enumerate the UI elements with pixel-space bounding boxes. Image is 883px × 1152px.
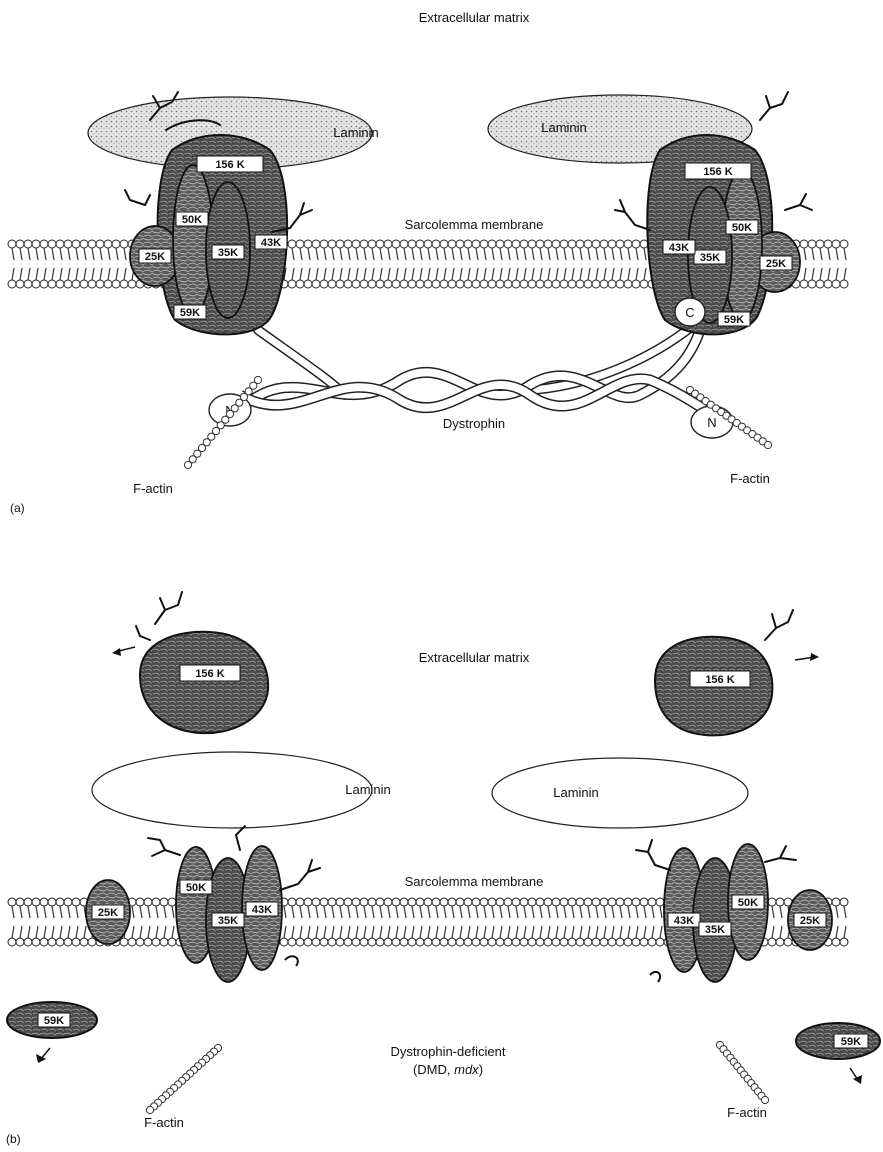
- protein-59k-label-right-a: 59K: [724, 314, 744, 326]
- protein-25k-label-left-b: 25K: [98, 907, 118, 919]
- f-actin-label-right-a: F-actin: [730, 471, 770, 486]
- protein-50k-label-right-b: 50K: [738, 897, 758, 909]
- protein-59k-label-right-b: 59K: [841, 1036, 861, 1048]
- dystrophin-label: Dystrophin: [443, 416, 505, 431]
- c-terminus-label: C: [685, 305, 694, 320]
- sarcoglycan-cluster-right-b: 43K 35K 50K 25K: [636, 840, 832, 982]
- protein-156k-detached-left: 156 K: [112, 592, 268, 733]
- protein-50k-label-left-a: 50K: [182, 214, 202, 226]
- protein-35k-label-left-a: 35K: [218, 247, 238, 259]
- panel-b: Extracellular matrix 156 K 156 K Laminin…: [6, 592, 880, 1146]
- extracellular-matrix-label-b: Extracellular matrix: [419, 650, 530, 665]
- protein-59k-detached-left: 59K: [7, 1002, 97, 1063]
- protein-156k-detached-right: 156 K: [655, 610, 819, 735]
- laminin-right-b: [492, 758, 748, 828]
- glycan-right-a: [760, 92, 788, 120]
- protein-35k-label-right-b: 35K: [705, 924, 725, 936]
- membrane-label-b: Sarcolemma membrane: [405, 874, 544, 889]
- protein-156k-label-right-b: 156 K: [705, 674, 734, 686]
- protein-25k-label-right-a: 25K: [766, 258, 786, 270]
- f-actin-right-b: [716, 1041, 768, 1103]
- panel-b-tag: (b): [6, 1132, 21, 1146]
- protein-156k-label-left-a: 156 K: [215, 159, 244, 171]
- panel-a-tag: (a): [10, 501, 25, 515]
- protein-59k-label-left-a: 59K: [180, 307, 200, 319]
- f-actin-left-b: [146, 1044, 221, 1113]
- protein-50k-label-left-b: 50K: [186, 882, 206, 894]
- protein-43k-label-right-b: 43K: [674, 915, 694, 927]
- protein-35k-label-left-b: 35K: [218, 915, 238, 927]
- panel-a: Extracellular matrix Laminin Laminin Sar…: [8, 10, 848, 515]
- protein-25k-label-right-b: 25K: [800, 915, 820, 927]
- laminin-label-left-a: Laminin: [333, 125, 379, 140]
- f-actin-left-a: [184, 376, 261, 468]
- protein-59k-label-left-b: 59K: [44, 1015, 64, 1027]
- dmd-mdx-label: (DMD, mdx): [413, 1062, 483, 1077]
- protein-43k-label-left-a: 43K: [261, 237, 281, 249]
- laminin-label-right-b: Laminin: [553, 785, 599, 800]
- laminin-label-left-b: Laminin: [345, 782, 391, 797]
- protein-156k-label-left-b: 156 K: [195, 668, 224, 680]
- protein-43k-label-left-b: 43K: [252, 904, 272, 916]
- laminin-label-right-a: Laminin: [541, 120, 587, 135]
- f-actin-label-right-b: F-actin: [727, 1105, 767, 1120]
- extracellular-matrix-label-a: Extracellular matrix: [419, 10, 530, 25]
- protein-59k-detached-right: 59K: [796, 1023, 880, 1084]
- protein-25k-label-left-a: 25K: [145, 251, 165, 263]
- membrane-label-a: Sarcolemma membrane: [405, 217, 544, 232]
- dystrophin-molecule: [240, 320, 705, 410]
- protein-35k-label-right-a: 35K: [700, 252, 720, 264]
- protein-50k-label-right-a: 50K: [732, 222, 752, 234]
- f-actin-label-left-b: F-actin: [144, 1115, 184, 1130]
- laminin-left-b: [92, 752, 372, 828]
- f-actin-label-left-a: F-actin: [133, 481, 173, 496]
- dystrophin-deficient-label: Dystrophin-deficient: [391, 1044, 506, 1059]
- protein-156k-label-right-a: 156 K: [703, 166, 732, 178]
- n-terminus-right-label: N: [707, 415, 716, 430]
- protein-43k-label-right-a: 43K: [669, 242, 689, 254]
